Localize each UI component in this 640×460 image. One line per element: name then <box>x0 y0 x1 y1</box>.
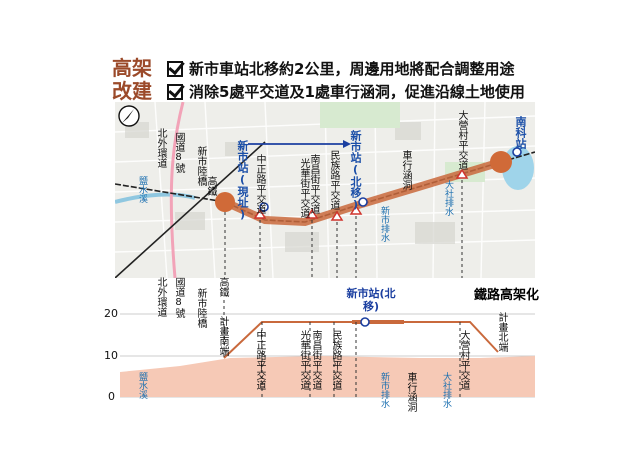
station-platform <box>352 320 404 324</box>
warning-icon <box>455 168 469 179</box>
hsr-line <box>115 141 266 278</box>
label-nanchang-crossing: 南昌街平交道 <box>308 154 319 214</box>
heading-line1: 高架 <box>112 56 152 80</box>
profile-label-minzu-crossing: 民族路平交道 <box>330 330 341 390</box>
checklist-text-2: 消除5處平交道及1處車行涵洞，促進沿線土地使用 <box>189 83 525 101</box>
profile-label-nanchang-crossing: 南昌街平交道 <box>310 330 321 390</box>
label-zhongzheng-crossing: 中正路平交道 <box>254 154 265 214</box>
label-minzu-crossing: 民族路平交道 <box>328 150 339 210</box>
label-guanghua-crossing: 光華街平交道 <box>298 158 309 218</box>
label-xinshi-overpass: 新市陸橋 <box>195 146 206 186</box>
profile-label-north-end: 計畫北端 <box>496 312 507 352</box>
label-nanke-station: 南科站 <box>514 116 527 149</box>
label-new-station: 新市站(北移) <box>349 130 362 211</box>
warning-icon <box>330 210 344 221</box>
ground-profile <box>120 356 535 397</box>
profile-station-label: 新市站(北移) <box>341 287 401 313</box>
label-dashe-drain: 大社排水 <box>443 180 453 216</box>
profile-label-xinshi-overpass: 新市陸橋 <box>195 288 206 328</box>
arrowhead-icon <box>343 140 351 148</box>
label-north-outer-ring: 北外環道 <box>155 128 166 168</box>
checklist-item-1: 新市車站北移約2公里，周邊用地將配合調整用途 <box>167 58 514 79</box>
compass-needle <box>122 109 134 123</box>
heading-line2: 改建 <box>112 79 152 103</box>
profile-title: 鐵路高架化 <box>474 288 540 303</box>
profile-label-national-hwy-8: 國道8號 <box>173 277 184 318</box>
station-icon <box>512 147 522 157</box>
profile-label-north-outer-ring: 北外環道 <box>155 277 166 317</box>
profile-label-vehicle-culvert: 車行涵洞 <box>405 372 416 412</box>
profile-label-zhongzheng-crossing: 中正路平交道 <box>254 330 265 390</box>
warning-icon <box>349 204 363 215</box>
profile-label-hsr: 高鐵 <box>217 277 228 297</box>
checklist-text-1: 新市車站北移約2公里，周邊用地將配合調整用途 <box>189 60 515 78</box>
y-tick-0: 0 <box>108 390 115 403</box>
national-highway-8 <box>169 102 185 278</box>
route-end-node <box>490 151 512 173</box>
label-current-station: 新市站(現址) <box>236 140 249 221</box>
park-area <box>320 102 400 128</box>
checkmark-icon <box>167 60 183 77</box>
label-yanshui-creek: 鹽水溪 <box>137 176 147 203</box>
elevated-structure-line <box>223 321 499 359</box>
station-icon <box>358 197 368 207</box>
profile-label-dashe-drain: 大社排水 <box>441 372 451 408</box>
profile-label-xinshi-drain: 新市排水 <box>379 372 389 408</box>
label-national-hwy-8: 國道8號 <box>173 132 184 173</box>
route-start-node <box>215 192 235 212</box>
station-icon <box>259 202 269 212</box>
profile-label-south-end: 計畫南端 <box>217 316 228 356</box>
profile-label-yanshui-creek: 鹽水溪 <box>137 372 147 399</box>
route-map <box>115 102 535 278</box>
checklist-item-2: 消除5處平交道及1處車行涵洞，促進沿線土地使用 <box>167 81 525 102</box>
station-icon <box>360 317 370 327</box>
label-hsr: 高鐵 <box>205 176 216 196</box>
profile-station-text: 新市站(北移) <box>346 287 396 313</box>
y-tick-20: 20 <box>104 307 118 320</box>
profile-label-guanghua-crossing: 光華街平交道 <box>298 330 309 390</box>
label-vehicle-culvert: 車行涵洞 <box>400 150 411 190</box>
label-xinshi-drain: 新市排水 <box>379 206 389 242</box>
y-tick-10: 10 <box>104 349 118 362</box>
elevation-profile <box>120 300 535 398</box>
label-dayingcun-crossing: 大營村平交道 <box>456 110 467 170</box>
warning-icon <box>253 208 267 219</box>
profile-label-dayingcun-crossing: 大營村平交道 <box>458 330 469 390</box>
warning-icon <box>305 208 319 219</box>
checkmark-icon <box>167 83 183 100</box>
